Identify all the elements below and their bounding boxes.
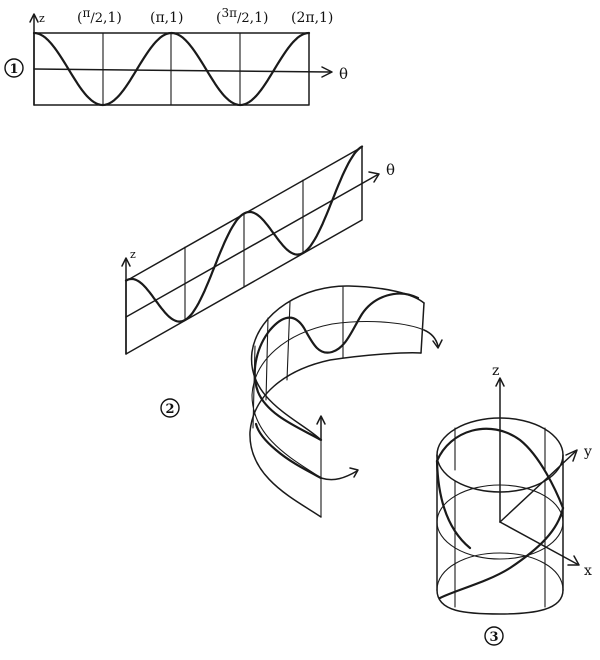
z-axis-label-2: z (130, 248, 136, 261)
z-axis-label-3: z (492, 363, 499, 379)
theta-axis-label-2: θ (386, 161, 395, 179)
z-axis-arrow-1 (29, 13, 39, 23)
y-axis-arrow-3 (565, 449, 578, 462)
label-three-half-pi-1: (3π/2,1) (216, 6, 268, 26)
step-number-2: 2 (165, 402, 174, 417)
curving-arrow-lower-head (349, 467, 359, 478)
panel-1-flat-graph: 1 z θ (π/2,1) (π,1) (3π/2,1) (2π,1) (4, 6, 348, 107)
cylinder-curve-front (438, 506, 565, 600)
panel-3-cylinder: z y x 3 (435, 363, 592, 646)
cos-curve-2 (124, 145, 364, 323)
z-axis-arrow-3 (495, 377, 505, 387)
theta-axis-1 (33, 68, 331, 73)
step-number-1: 1 (9, 62, 18, 77)
x-axis-arrow-3 (567, 555, 580, 566)
theta-axis-label-1: θ (339, 65, 348, 83)
curving-arrow-upper (423, 329, 439, 347)
z-axis-arrow-2b (316, 415, 326, 425)
step-badge-1 (4, 58, 24, 78)
cylinder-curve-left (435, 459, 472, 550)
step-badge-3 (484, 626, 504, 646)
theta-axis-arrow-2 (368, 171, 380, 183)
cylinder-curve-back (435, 427, 565, 510)
x-axis-3 (499, 521, 578, 565)
curving-arrow-lower (320, 470, 358, 481)
label-pi-1: (π,1) (150, 10, 183, 26)
curving-gen-1 (252, 345, 256, 429)
label-two-pi-1: (2π,1) (291, 10, 333, 26)
cylinder-bottom-back (436, 552, 564, 591)
panel-2-curving-surface: 2 (160, 285, 443, 518)
label-half-pi-1: (π/2,1) (77, 6, 122, 26)
z-axis-arrow-2 (121, 257, 131, 267)
curving-bottom-edge (249, 352, 422, 518)
y-axis-label-3: y (583, 444, 592, 460)
cylinder-bottom-front (436, 589, 564, 615)
curving-gen-3 (286, 301, 291, 381)
curving-mid-line (251, 320, 425, 479)
y-axis-3 (499, 451, 576, 523)
cos-curve-1 (32, 31, 311, 107)
curving-arrow-upper-head (432, 339, 443, 349)
cos-curve-curving-front (254, 422, 323, 480)
curving-top-edge (250, 285, 425, 441)
cos-curve-curving (253, 292, 420, 442)
z-axis-label-1: z (39, 12, 45, 25)
panel-2-sheared-strip: θ z (121, 145, 395, 355)
theta-axis-arrow-1 (321, 66, 333, 78)
curving-right-edge (420, 302, 425, 354)
step-number-3: 3 (489, 630, 498, 645)
step-badge-2 (160, 398, 180, 418)
theta-axis-2 (125, 174, 378, 318)
x-axis-label-3: x (584, 563, 592, 579)
